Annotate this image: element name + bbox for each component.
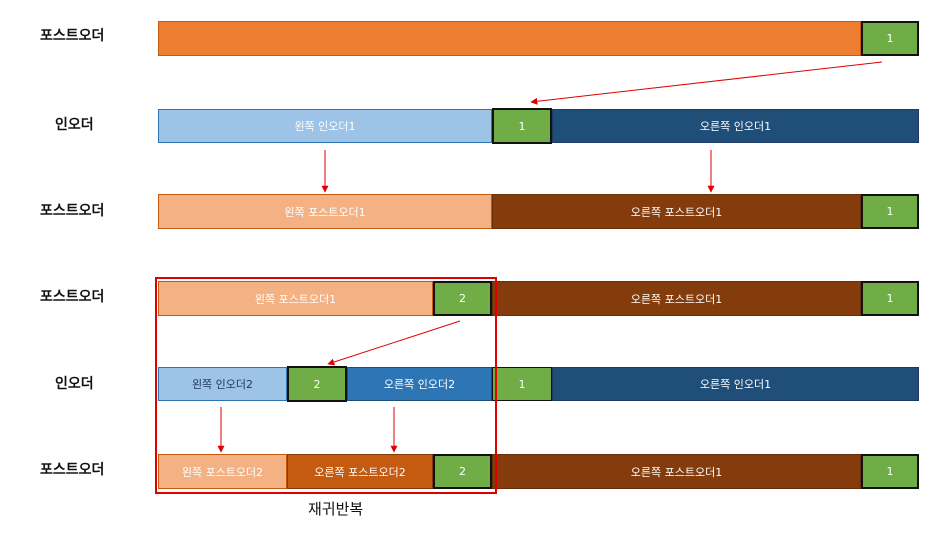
row-label-inorder-2: 인오더 <box>55 376 94 392</box>
right-inorder-segment-2: 오른쪽 인오더2 <box>347 367 492 401</box>
arrow-root-to-inorder <box>530 61 883 105</box>
subtree-root-node-box: 2 <box>287 366 347 402</box>
subtree-root-node-box: 2 <box>433 454 492 489</box>
left-postorder-segment: 왼쪽 포스트오더1 <box>158 281 433 316</box>
root-node-box: 1 <box>861 194 919 229</box>
subtree-root-node-box: 2 <box>433 281 492 316</box>
right-inorder-segment: 오른쪽 인오더1 <box>552 367 919 401</box>
root-node-box: 1 <box>861 454 919 489</box>
left-postorder-segment: 왼쪽 포스트오더1 <box>158 194 492 229</box>
row-label-inorder-1: 인오더 <box>55 117 94 133</box>
recursion-label: 재귀반복 <box>308 500 364 518</box>
row-label-postorder-2: 포스트오더 <box>40 203 105 219</box>
root-node-box: 1 <box>492 367 552 401</box>
right-inorder-segment: 오른쪽 인오더1 <box>552 109 919 143</box>
root-node-box: 1 <box>492 108 552 144</box>
right-postorder-segment: 오른쪽 포스트오더1 <box>492 281 861 316</box>
row-label-postorder-3: 포스트오더 <box>40 289 105 305</box>
root-node-box: 1 <box>861 281 919 316</box>
right-postorder-segment: 오른쪽 포스트오더1 <box>492 454 861 489</box>
arrow-subroot-to-inorder <box>327 320 461 366</box>
row-label-postorder-4: 포스트오더 <box>40 462 105 478</box>
postorder-full-bar <box>158 21 861 56</box>
right-postorder-segment-2: 오른쪽 포스트오더2 <box>287 454 433 489</box>
left-inorder-segment-2: 왼쪽 인오더2 <box>158 367 287 401</box>
root-node-box: 1 <box>861 21 919 56</box>
right-postorder-segment: 오른쪽 포스트오더1 <box>492 194 861 229</box>
recursion-highlight-box <box>155 277 497 494</box>
left-postorder-segment-2: 왼쪽 포스트오더2 <box>158 454 287 489</box>
left-inorder-segment: 왼쪽 인오더1 <box>158 109 492 143</box>
row-label-postorder-1: 포스트오더 <box>40 28 105 44</box>
